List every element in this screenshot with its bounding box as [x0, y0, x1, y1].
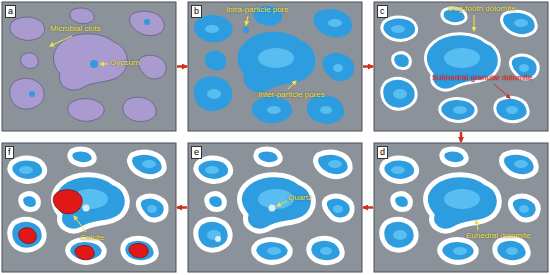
callout-label: Dog-tooth dolomite [448, 4, 516, 14]
panel-letter: c [377, 5, 388, 18]
callout-label: Inter-particle pores [258, 90, 325, 100]
callout-label: Subhedral granular dolomite [432, 73, 533, 83]
panel-f-art [2, 143, 176, 272]
callout-label: Gypsum [110, 58, 140, 68]
panel-b-art [188, 2, 362, 131]
panel-letter: b [191, 5, 202, 18]
stage-arrow [177, 65, 187, 68]
callout-label: Microbial clots [50, 24, 101, 34]
stage-arrow [363, 206, 373, 209]
panel-a-art [2, 2, 176, 131]
stage-panel: dEuhedral dolomite [374, 143, 548, 272]
stage-arrow [177, 206, 187, 209]
callout-label: Euhedral dolomite [466, 231, 530, 241]
stage-panel: eQuartz [188, 143, 362, 272]
stage-panel: c Dog-tooth dolomiteSubhedral granular do… [374, 2, 548, 131]
panel-letter: a [5, 5, 16, 18]
stage-arrow [460, 132, 463, 142]
panel-e-art [188, 143, 362, 272]
callout-label: Intra-particle pore [226, 5, 289, 15]
panel-letter: f [5, 146, 14, 159]
stage-panel: aMicrobial clotsGypsum [2, 2, 176, 131]
stage-panel: fCalcite [2, 143, 176, 272]
stage-arrow [363, 65, 373, 68]
panel-c-art [374, 2, 548, 131]
callout-label: Calcite [80, 233, 104, 243]
stage-panel: b Intra-particle poreInter-particle pores [188, 2, 362, 131]
callout-label: Quartz [288, 193, 312, 203]
panel-letter: e [191, 146, 202, 159]
panel-letter: d [377, 146, 388, 159]
panel-d-art [374, 143, 548, 272]
